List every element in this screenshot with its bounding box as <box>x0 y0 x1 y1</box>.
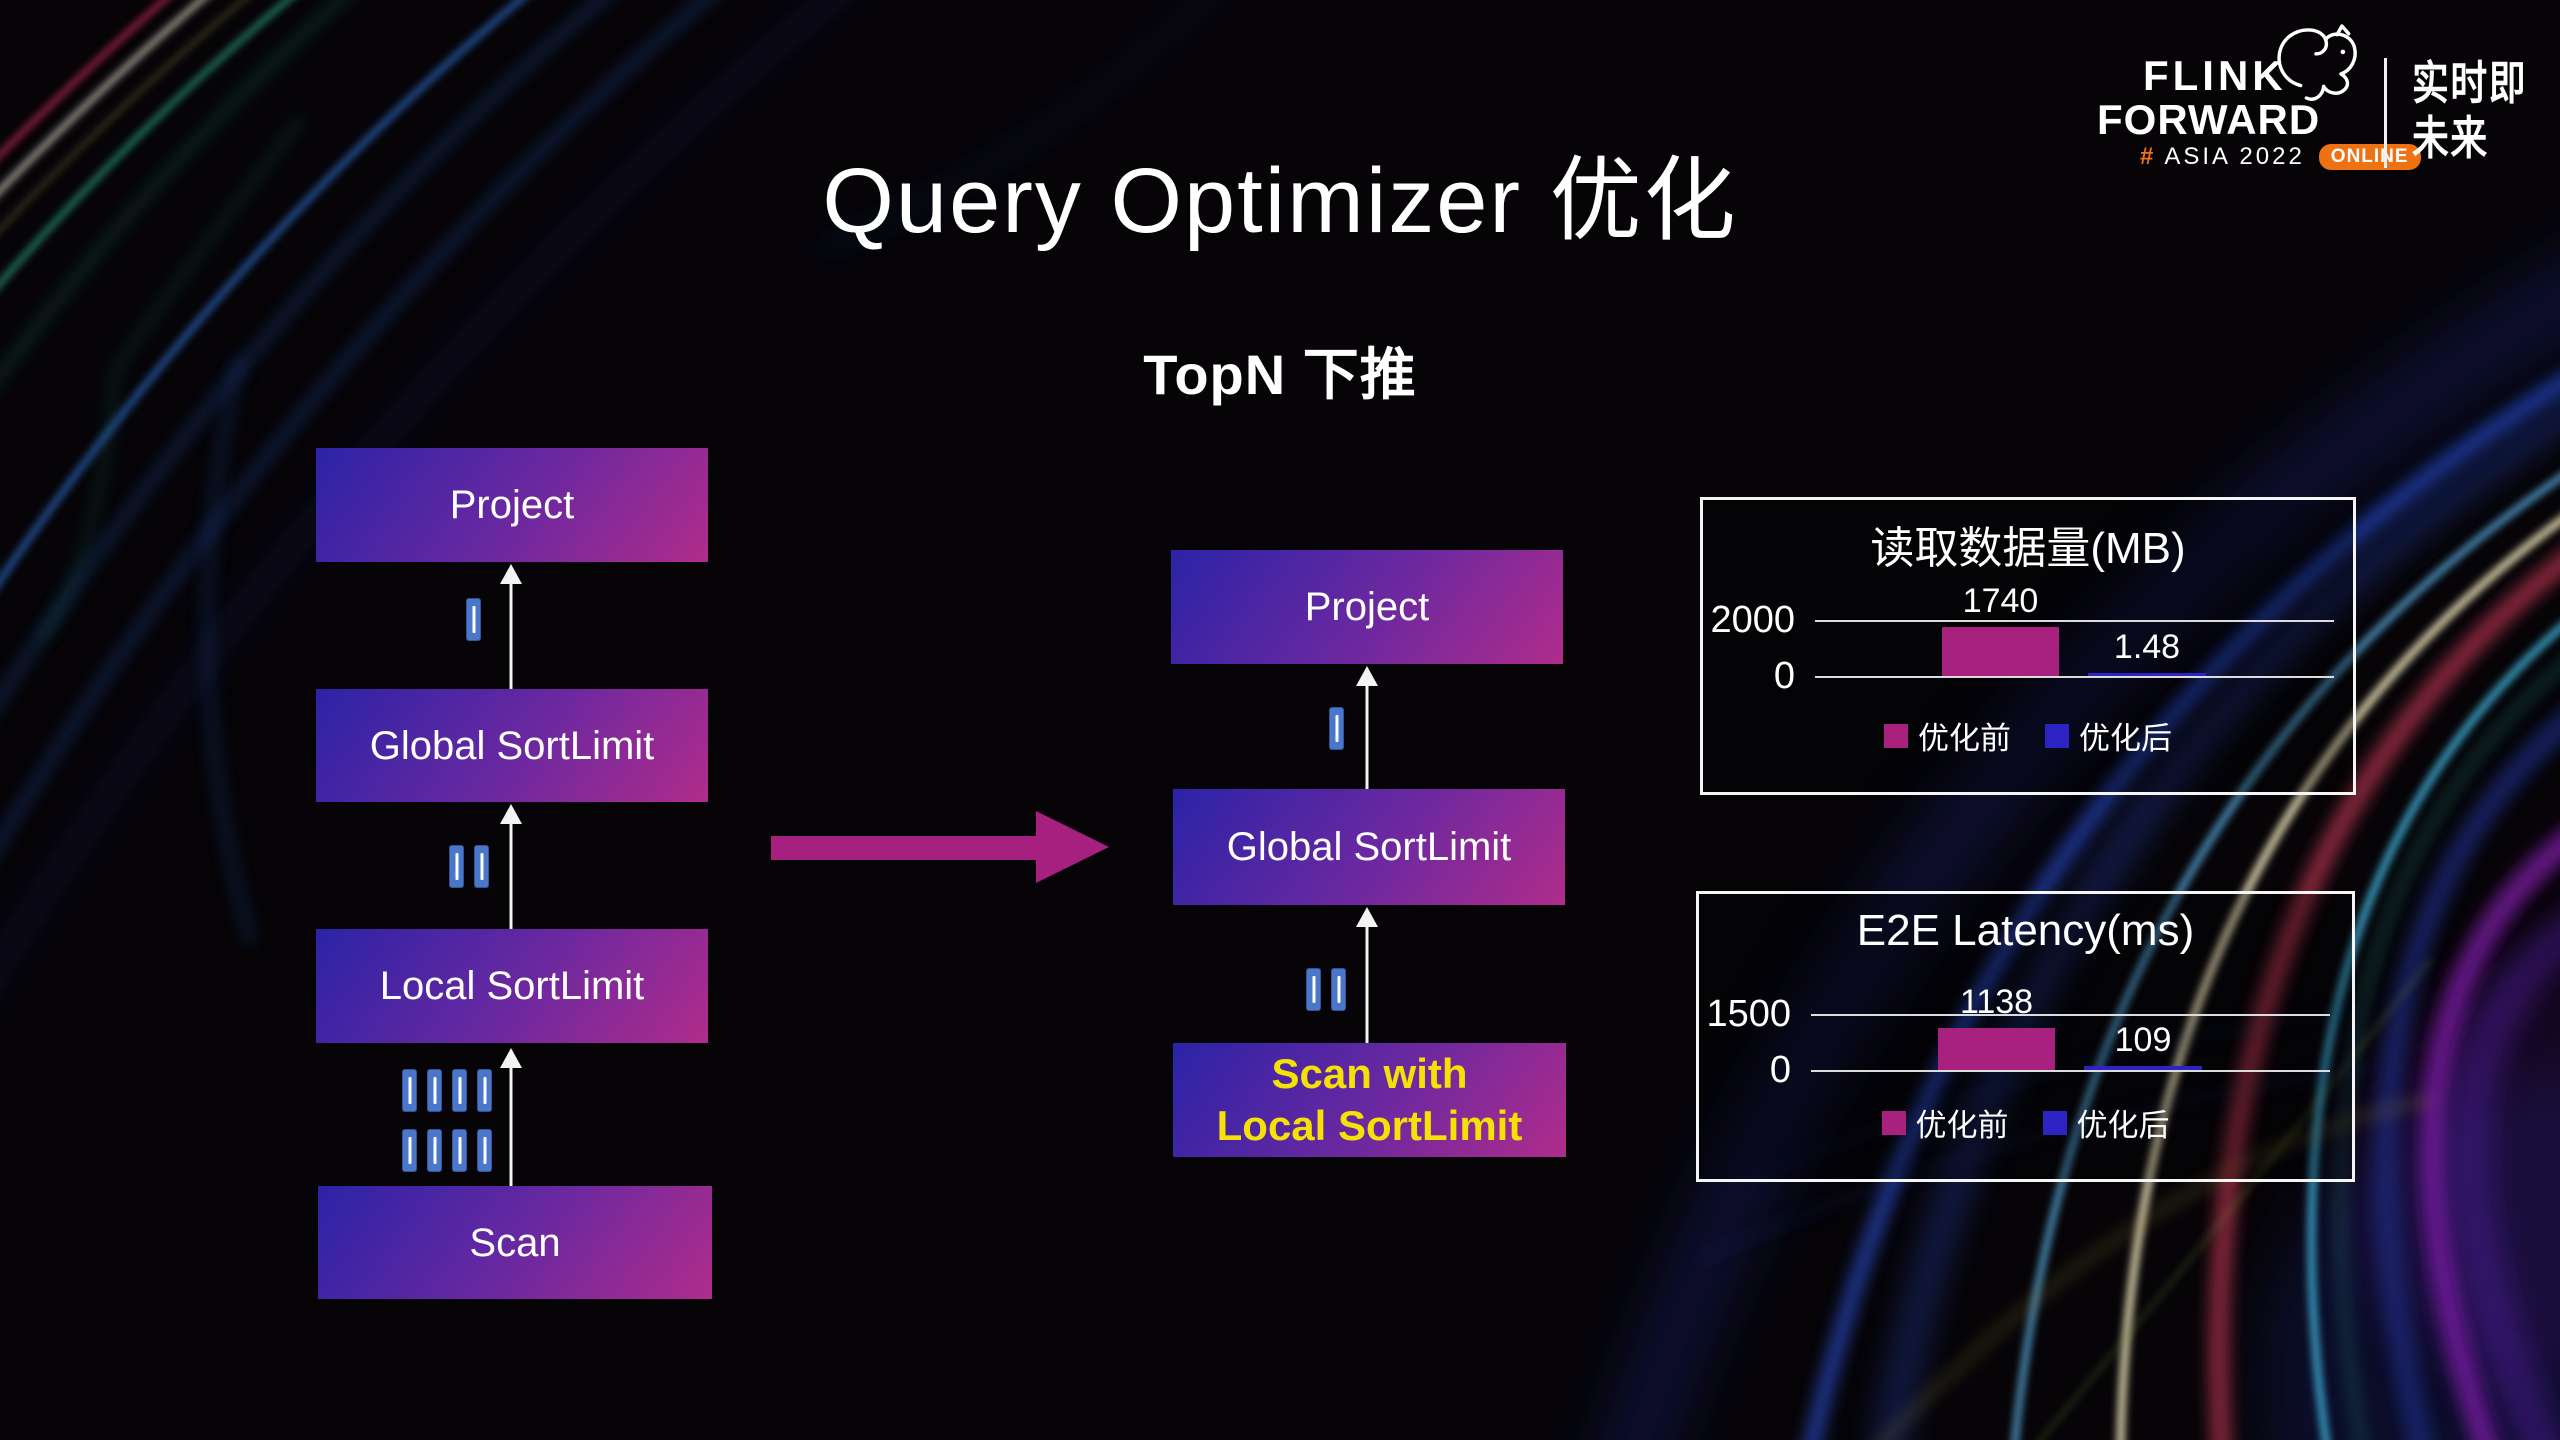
plan-node-global-sortlimit-after: Global SortLimit <box>1173 789 1565 905</box>
bar-after-optimization <box>2084 1066 2202 1070</box>
up-arrow-icon <box>1356 666 1378 789</box>
legend-label-after: 优化后 <box>2079 721 2172 756</box>
record-bar-icon <box>477 1069 492 1112</box>
hash-icon: # <box>2140 143 2157 170</box>
y-axis-tick-zero: 0 <box>1769 1049 1791 1091</box>
arrow-head <box>500 804 522 824</box>
record-bar-icon <box>1329 707 1344 750</box>
plan-node-scan-before: Scan <box>318 1186 712 1299</box>
plan-node-project-before: Project <box>316 448 708 562</box>
up-arrow-icon <box>500 804 522 929</box>
record-bar-icon <box>402 1069 417 1112</box>
y-axis-tick-zero: 0 <box>1773 655 1795 697</box>
logo-event-name: ASIA 2022 <box>2164 143 2305 170</box>
bar-before-optimization <box>1942 627 2059 676</box>
bar-value-label: 1138 <box>1959 983 2034 1021</box>
right-arrow-head <box>1036 811 1109 883</box>
node-label-line1: Scan with <box>1271 1049 1468 1097</box>
legend-swatch-before <box>1884 723 1908 748</box>
node-label: Local SortLimit <box>379 964 645 1008</box>
chart-title: E2E Latency(ms) <box>1856 906 2195 955</box>
node-label: Project <box>449 483 575 527</box>
legend-swatch-before <box>1881 1110 1906 1135</box>
legend-label-before: 优化前 <box>1918 721 2011 756</box>
record-bar-icon <box>402 1129 417 1172</box>
arrow-head <box>1356 907 1378 927</box>
legend-label-before: 优化前 <box>1915 1108 2009 1143</box>
node-label: Project <box>1304 585 1430 629</box>
logo-tagline-line2: 未来 <box>2412 112 2489 165</box>
gridline-top <box>1811 1014 2330 1016</box>
chart-legend: 优化前 优化后 <box>1699 1100 2352 1145</box>
gridline-bottom <box>1815 676 2334 678</box>
chart-read-data-volume: 读取数据量(MB) 2000 0 1740 1.48 优化前 优化后 <box>1700 497 2356 795</box>
legend-swatch-after <box>2045 723 2069 748</box>
bar-value-label: 109 <box>2114 1021 2172 1059</box>
logo-divider <box>2384 58 2387 168</box>
logo-brand-line2: FORWARD <box>2097 96 2321 143</box>
record-bar-icon <box>449 845 464 888</box>
bar-value-label: 1.48 <box>2113 628 2181 666</box>
arrow-line <box>1365 682 1369 789</box>
record-bar-icon <box>466 598 481 641</box>
logo-brand-line1: FLINK <box>2143 52 2287 99</box>
gridline-bottom <box>1811 1070 2330 1072</box>
bar-after-optimization <box>2088 673 2206 676</box>
plan-node-global-sortlimit-before: Global SortLimit <box>316 689 708 802</box>
legend-label-after: 优化后 <box>2076 1108 2170 1143</box>
logo-event-row: # ASIA 2022 ONLINE <box>2140 143 2421 171</box>
right-arrow-icon <box>771 836 1039 860</box>
arrow-head <box>500 564 522 584</box>
node-label-line2: Local SortLimit <box>1216 1102 1523 1149</box>
legend-swatch-after <box>2042 1110 2067 1135</box>
record-bar-icon <box>477 1129 492 1172</box>
record-bar-icon <box>1331 968 1346 1011</box>
node-label: Global SortLimit <box>369 723 655 768</box>
arrow-line <box>1365 923 1369 1043</box>
bar-before-optimization <box>1938 1028 2055 1070</box>
up-arrow-icon <box>500 1048 522 1186</box>
record-bar-icon <box>427 1069 442 1112</box>
record-bar-icon <box>452 1129 467 1172</box>
chart-title: 读取数据量(MB) <box>1870 524 2186 573</box>
section-subtitle: TopN 下推 <box>1143 343 1417 406</box>
y-axis-tick-max: 2000 <box>1710 599 1795 641</box>
plan-node-project-after: Project <box>1171 550 1563 664</box>
record-bar-icon <box>452 1069 467 1112</box>
page-title: Query Optimizer 优化 <box>822 150 1738 252</box>
arrow-head <box>500 1048 522 1068</box>
logo-tagline: 实时即 未来 <box>2412 56 2527 166</box>
chart-legend: 优化前 优化后 <box>1703 713 2353 758</box>
node-label: Global SortLimit <box>1226 825 1512 869</box>
flink-squirrel-icon <box>2277 24 2357 101</box>
arrow-line <box>509 1064 513 1186</box>
plan-node-scan-with-local-sortlimit: Scan with Local SortLimit <box>1173 1043 1566 1157</box>
gridline-top <box>1815 620 2334 622</box>
up-arrow-icon <box>1356 907 1378 1043</box>
record-bar-icon <box>427 1129 442 1172</box>
chart-e2e-latency: E2E Latency(ms) 1500 0 1138 109 优化前 优化后 <box>1696 891 2355 1182</box>
up-arrow-icon <box>500 564 522 689</box>
y-axis-tick-max: 1500 <box>1706 993 1791 1035</box>
record-bar-icon <box>474 845 489 888</box>
logo-tagline-line1: 实时即 <box>2412 57 2528 109</box>
node-label: Scan <box>469 1220 561 1265</box>
arrow-line <box>509 820 513 929</box>
arrow-line <box>509 580 513 689</box>
plan-node-local-sortlimit-before: Local SortLimit <box>316 929 708 1043</box>
bar-value-label: 1740 <box>1962 582 2039 620</box>
online-badge: ONLINE <box>2318 144 2421 170</box>
record-bar-icon <box>1306 968 1321 1011</box>
arrow-head <box>1356 666 1378 686</box>
